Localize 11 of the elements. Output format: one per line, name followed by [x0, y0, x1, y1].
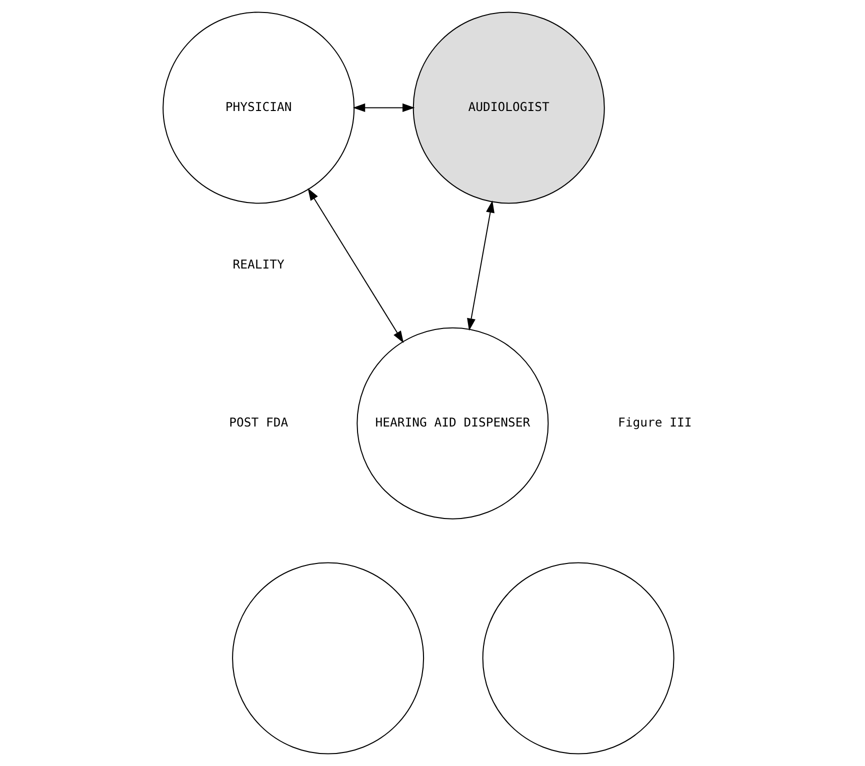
label: REALITY — [232, 258, 284, 272]
label: Figure III — [618, 416, 692, 430]
arrow — [352, 103, 415, 112]
label: POST FDA — [229, 416, 288, 430]
node-circle — [232, 562, 424, 754]
arrow — [308, 188, 404, 344]
node-circle: AUDIOLOGIST — [412, 12, 605, 204]
arrow — [467, 200, 494, 331]
node-circle — [482, 562, 674, 754]
node-circle: PHYSICIAN — [162, 12, 355, 204]
node-circle: HEARING AID DISPENSER — [356, 327, 549, 520]
